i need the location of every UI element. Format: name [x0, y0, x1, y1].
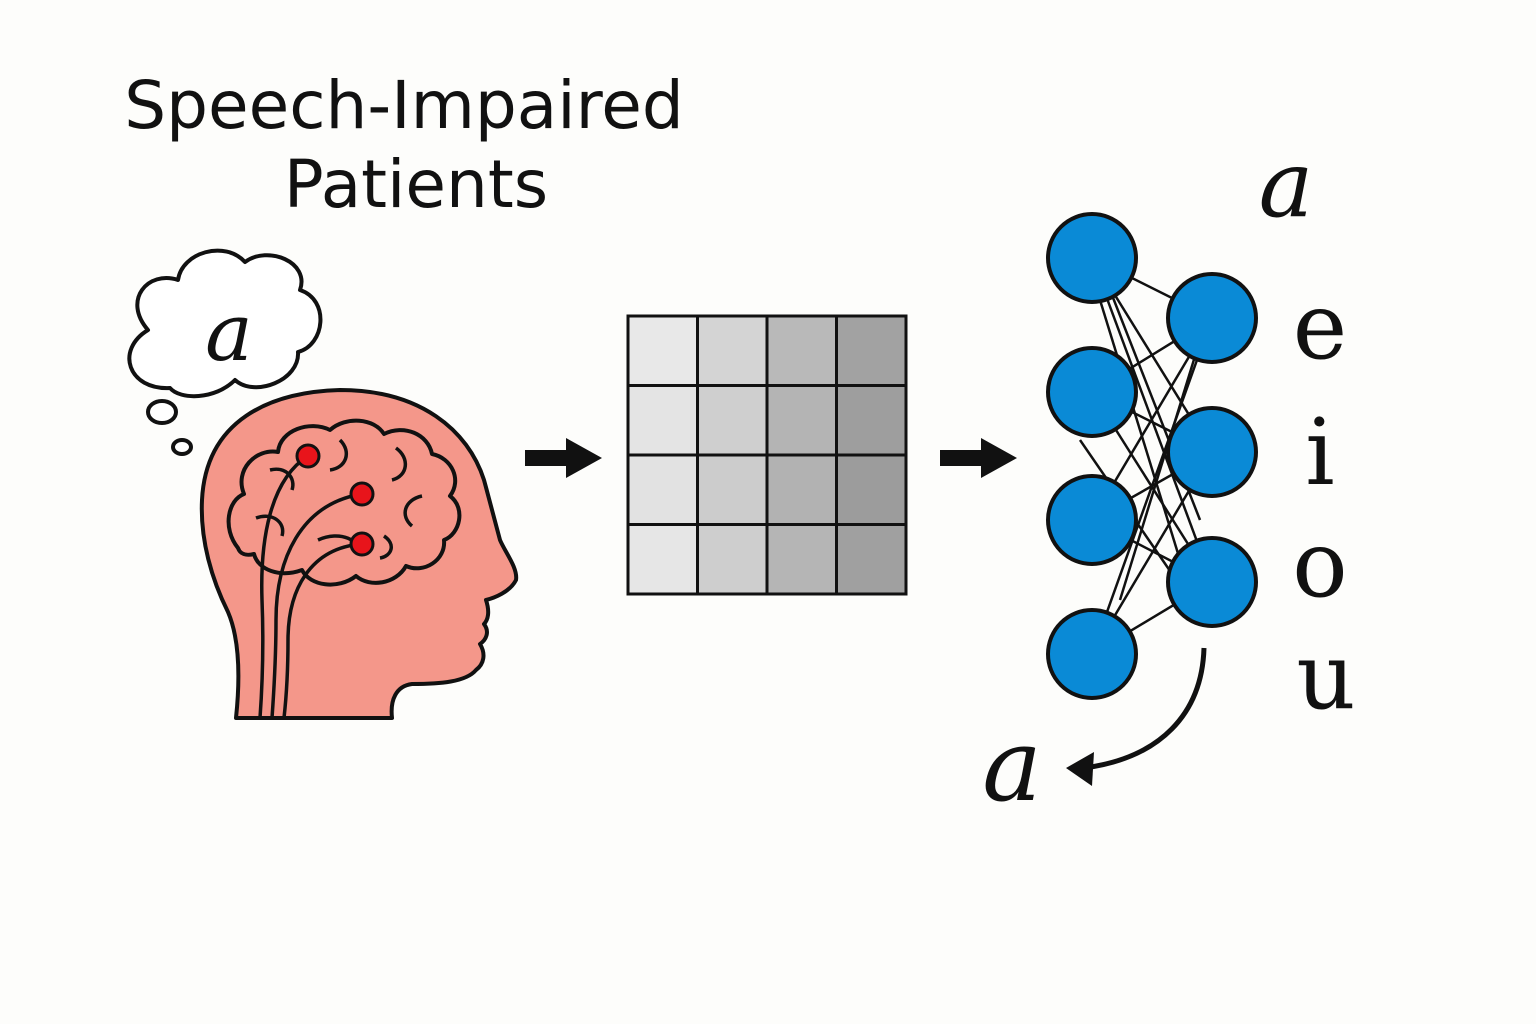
grid-cell — [626, 453, 699, 526]
class-label-a: a — [1259, 131, 1314, 238]
title-line-2: Patients — [284, 146, 548, 223]
neural-network-icon — [1046, 212, 1258, 700]
right-arrow-icon — [940, 438, 1017, 478]
network-node — [1046, 212, 1138, 304]
thought-bubble-icon — [127, 248, 323, 456]
class-label-u: u — [1296, 623, 1355, 730]
class-label-e: e — [1293, 273, 1347, 380]
network-node — [1166, 272, 1258, 364]
grid-cell — [696, 384, 769, 457]
thought-letter: a — [205, 286, 253, 379]
grid-cell — [835, 314, 908, 387]
network-node — [1046, 608, 1138, 700]
class-label-o: o — [1292, 511, 1347, 618]
class-label-i: i — [1305, 399, 1334, 506]
grid-cell — [626, 314, 699, 387]
title-line-1: Speech-Impaired — [124, 67, 684, 144]
right-arrow-icon — [525, 438, 602, 478]
grid-cell — [765, 384, 838, 457]
grid-cell — [626, 523, 699, 596]
grid-cell — [696, 523, 769, 596]
grid-cell — [696, 314, 769, 387]
grid-cell — [696, 453, 769, 526]
network-edge — [1090, 317, 1214, 655]
grid-cell — [835, 453, 908, 526]
network-node — [1166, 406, 1258, 498]
grid-cell — [835, 523, 908, 596]
network-node — [1046, 474, 1138, 566]
output-letter: a — [982, 707, 1042, 824]
output-arrowhead-icon — [1066, 752, 1094, 786]
network-edge — [1118, 339, 1202, 601]
network-edge — [1098, 299, 1182, 561]
grid-cell — [765, 314, 838, 387]
grid-cell — [765, 453, 838, 526]
electrode-icon — [295, 443, 375, 557]
network-node — [1166, 536, 1258, 628]
output-curved-arrow — [1083, 647, 1207, 771]
grid-cell — [765, 523, 838, 596]
grid-cell — [835, 384, 908, 457]
signal-feature-matrix-icon — [626, 314, 908, 596]
network-node — [1046, 346, 1138, 438]
grid-cell — [626, 384, 699, 457]
